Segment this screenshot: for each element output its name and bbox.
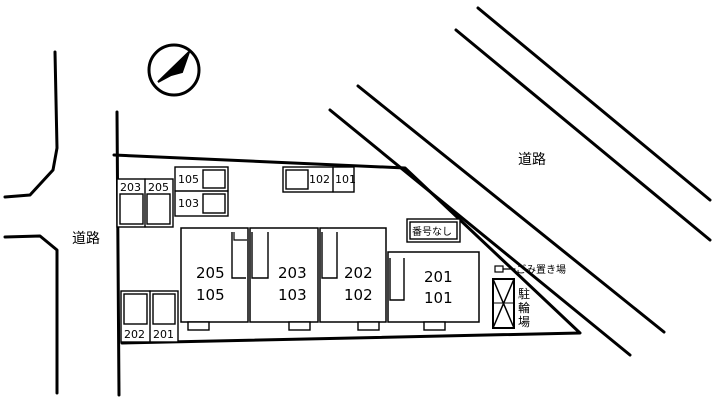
no-number-label: 番号なし xyxy=(412,226,452,238)
parking-slot-label: 205 xyxy=(148,181,169,194)
north-arrow-icon xyxy=(147,43,201,97)
parking-slot-label: 103 xyxy=(178,197,199,210)
garbage-area: ごみ置き場 xyxy=(494,263,566,276)
parking-block-a: 203 205 xyxy=(116,178,174,228)
unit-number-upper: 201 xyxy=(424,268,453,286)
unit-number-lower: 105 xyxy=(196,286,225,304)
road-label-right: 道路 xyxy=(518,152,546,168)
parking-slot-label: 201 xyxy=(153,328,174,341)
unit-number-upper: 203 xyxy=(278,264,307,282)
unit-number-lower: 103 xyxy=(278,286,307,304)
unnumbered-parking: 番号なし xyxy=(406,218,461,243)
parking-slot-label: 102 xyxy=(309,173,330,186)
parking-slot-label: 105 xyxy=(178,173,199,186)
bike-parking: 駐輪場 xyxy=(492,278,530,329)
road-edge xyxy=(476,6,712,202)
garbage-label: ごみ置き場 xyxy=(516,263,566,276)
road-edge xyxy=(356,84,666,334)
building-unit-203-103: 203 103 xyxy=(233,227,319,331)
road-edge xyxy=(115,110,121,397)
unit-number-lower: 102 xyxy=(344,286,373,304)
unit-number-lower: 101 xyxy=(424,289,453,307)
parking-slot-label: 101 xyxy=(335,173,356,186)
road-label-left: 道路 xyxy=(72,231,100,247)
parking-block-c: 102 101 xyxy=(282,166,356,193)
parking-block-d: 202 201 xyxy=(120,290,179,343)
parking-block-b: 105 103 xyxy=(174,166,229,217)
building-unit-202-102: 202 102 xyxy=(319,227,387,331)
road-edge xyxy=(454,28,712,242)
unit-number-upper: 205 xyxy=(196,264,225,282)
bike-parking-label: 駐輪場 xyxy=(518,286,530,329)
site-boundary xyxy=(112,153,582,345)
unit-number-upper: 202 xyxy=(344,264,373,282)
building-unit-205-105: 205 105 xyxy=(180,227,249,331)
building-unit-201-101: 201 101 xyxy=(387,251,480,331)
road-edge xyxy=(3,234,59,395)
parking-slot-label: 202 xyxy=(124,328,145,341)
road-edge xyxy=(328,108,632,357)
parking-slot-label: 203 xyxy=(120,181,141,194)
road-edge xyxy=(3,50,59,199)
